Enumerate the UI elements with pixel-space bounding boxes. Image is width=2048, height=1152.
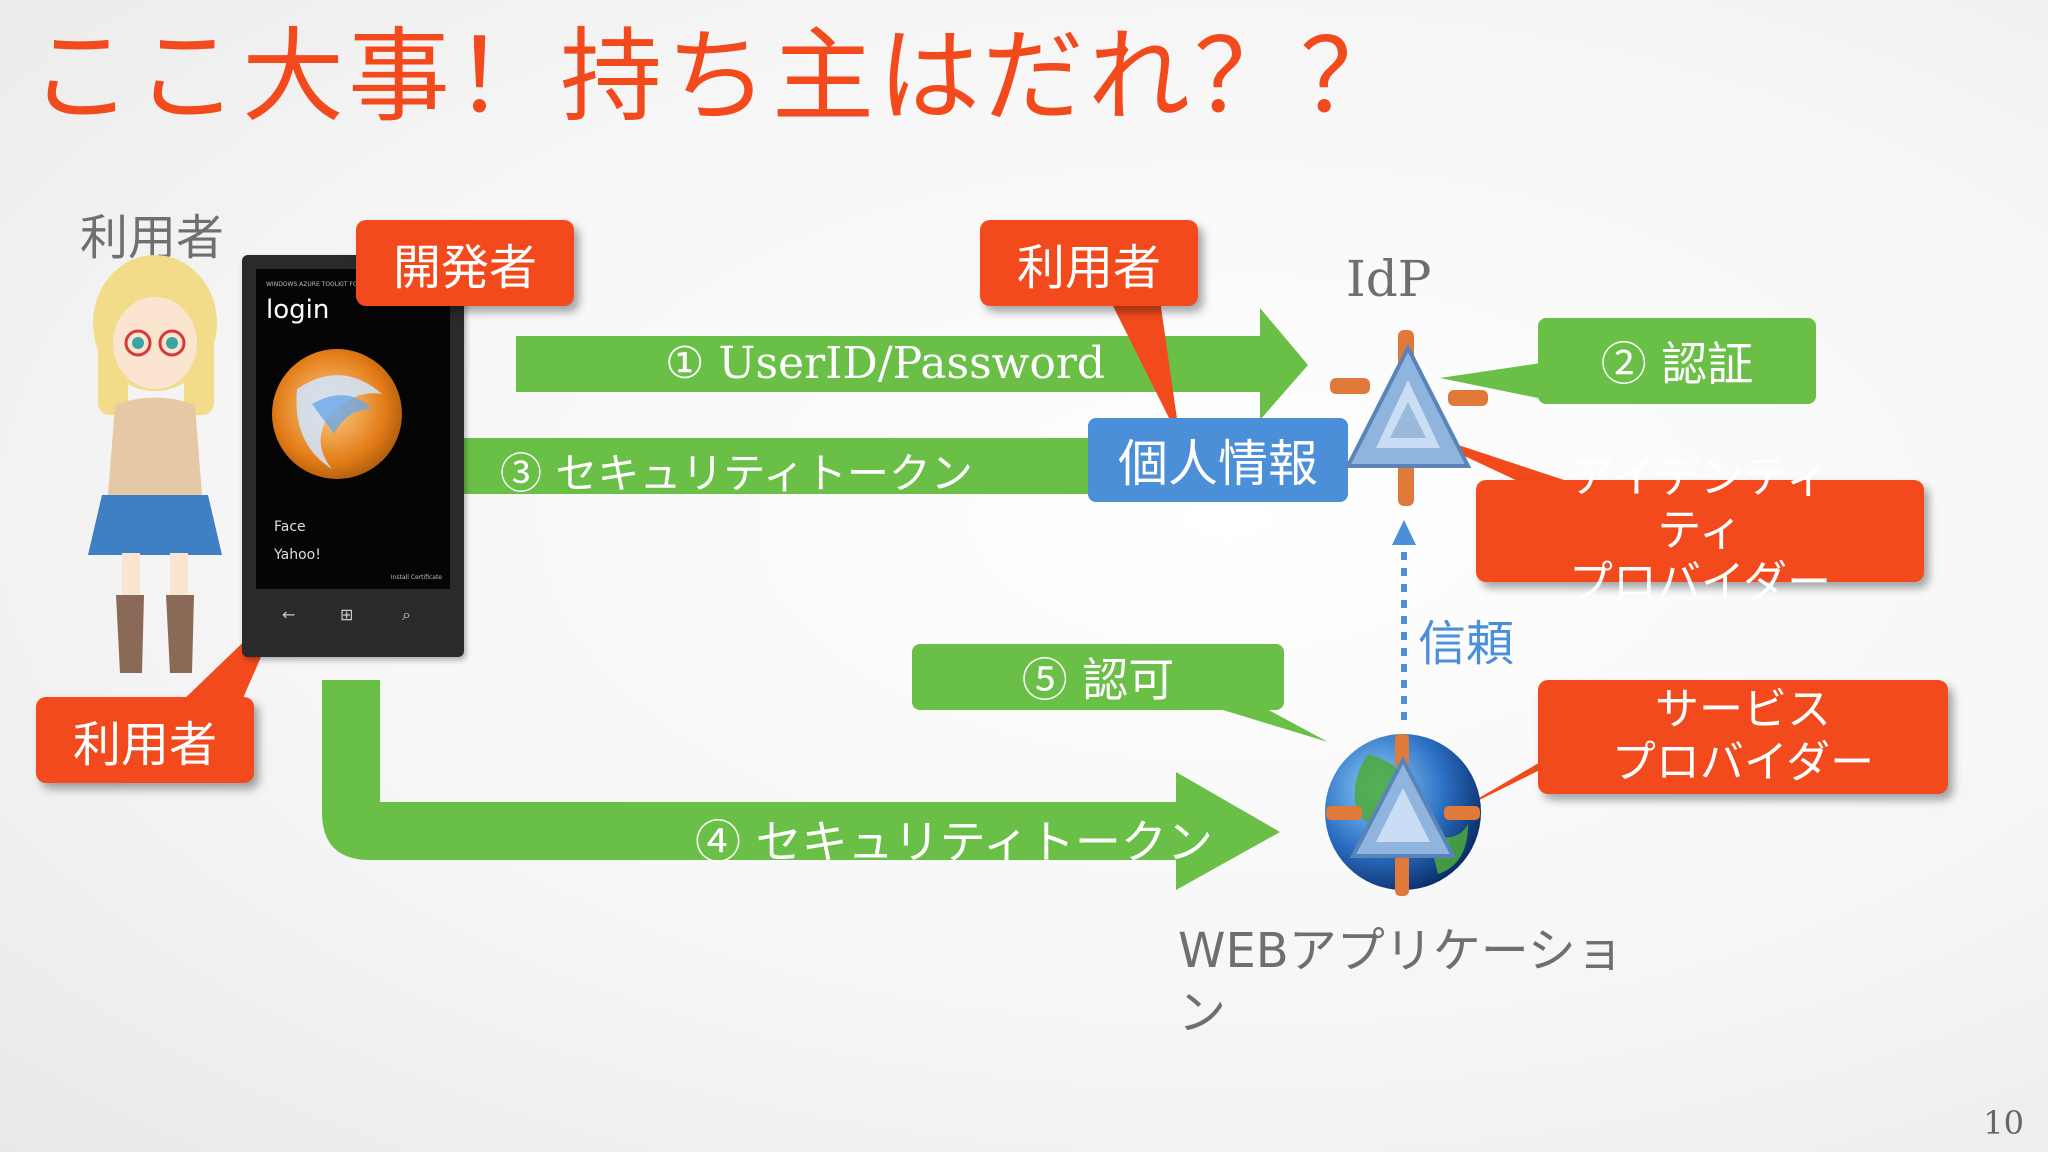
phone-item-face[interactable]: Face — [274, 519, 306, 535]
arrow-step1-label: ① UserID/Password — [665, 338, 1106, 389]
identity-provider-line-3: プロバイダー — [1568, 557, 1832, 609]
idp-server-icon — [1330, 330, 1488, 506]
identity-provider-callout: アイデンティ ティ プロバイダー — [1476, 452, 1924, 608]
phone-login-title: login — [266, 295, 330, 325]
user-mid-callout-tail — [1110, 300, 1180, 440]
phone-item-yahoo[interactable]: Yahoo! — [274, 547, 321, 563]
service-provider-callout: サービス プロバイダー — [1538, 680, 1948, 794]
web-application-globe-icon — [1325, 734, 1481, 896]
developer-callout: 開発者 — [356, 220, 574, 306]
arrow-step1 — [516, 308, 1308, 420]
arrow-step3 — [395, 412, 1100, 520]
phone-logo-swirl-icon — [296, 375, 382, 469]
auth-callout: ② 認証 — [1538, 318, 1816, 404]
idp-label: IdP — [1346, 250, 1432, 308]
slide-title: ここ大事！持ち主はだれ？？ — [30, 18, 1406, 137]
phone-device: WINDOWS AZURE TOOLKIT FOR WINDOWS PHONE … — [242, 255, 464, 657]
trust-arrow-head — [1392, 520, 1416, 545]
arrow-step3-label: ③ セキュリティトークン — [500, 449, 973, 498]
arrow-step4-label: ④ セキュリティトークン — [695, 815, 1213, 869]
user-bottom-callout: 利用者 — [36, 697, 254, 783]
phone-windows-icon[interactable]: ⊞ — [340, 605, 354, 624]
arrow-step4 — [322, 680, 1280, 890]
web-application-label: WEBアプリケーション — [1178, 923, 1624, 1042]
auth-green-tail — [1440, 362, 1548, 400]
phone-footer-text[interactable]: Install Certificate — [390, 574, 442, 581]
authz-callout: ⑤ 認可 — [912, 644, 1284, 710]
user-character-illustration — [88, 255, 222, 673]
service-provider-line-1: サービス — [1655, 684, 1831, 736]
authz-green-tail — [1190, 700, 1328, 742]
phone-header-text: WINDOWS AZURE TOOLKIT FOR WINDOWS PHONE — [266, 281, 418, 288]
phone-logo-icon — [272, 349, 402, 479]
identity-provider-line-1: アイデンティ — [1570, 451, 1830, 503]
page-number: 10 — [1983, 1104, 2024, 1142]
personal-info-box: 個人情報 — [1088, 418, 1348, 502]
identity-provider-line-2: ティ — [1657, 504, 1743, 556]
trust-label: 信頼 — [1418, 616, 1515, 672]
phone-back-icon[interactable]: ← — [282, 605, 296, 624]
service-provider-line-2: プロバイダー — [1611, 737, 1875, 788]
phone-screen: WINDOWS AZURE TOOLKIT FOR WINDOWS PHONE … — [256, 269, 450, 589]
phone-search-icon[interactable]: ⌕ — [402, 605, 411, 624]
user-mid-callout: 利用者 — [980, 220, 1198, 306]
